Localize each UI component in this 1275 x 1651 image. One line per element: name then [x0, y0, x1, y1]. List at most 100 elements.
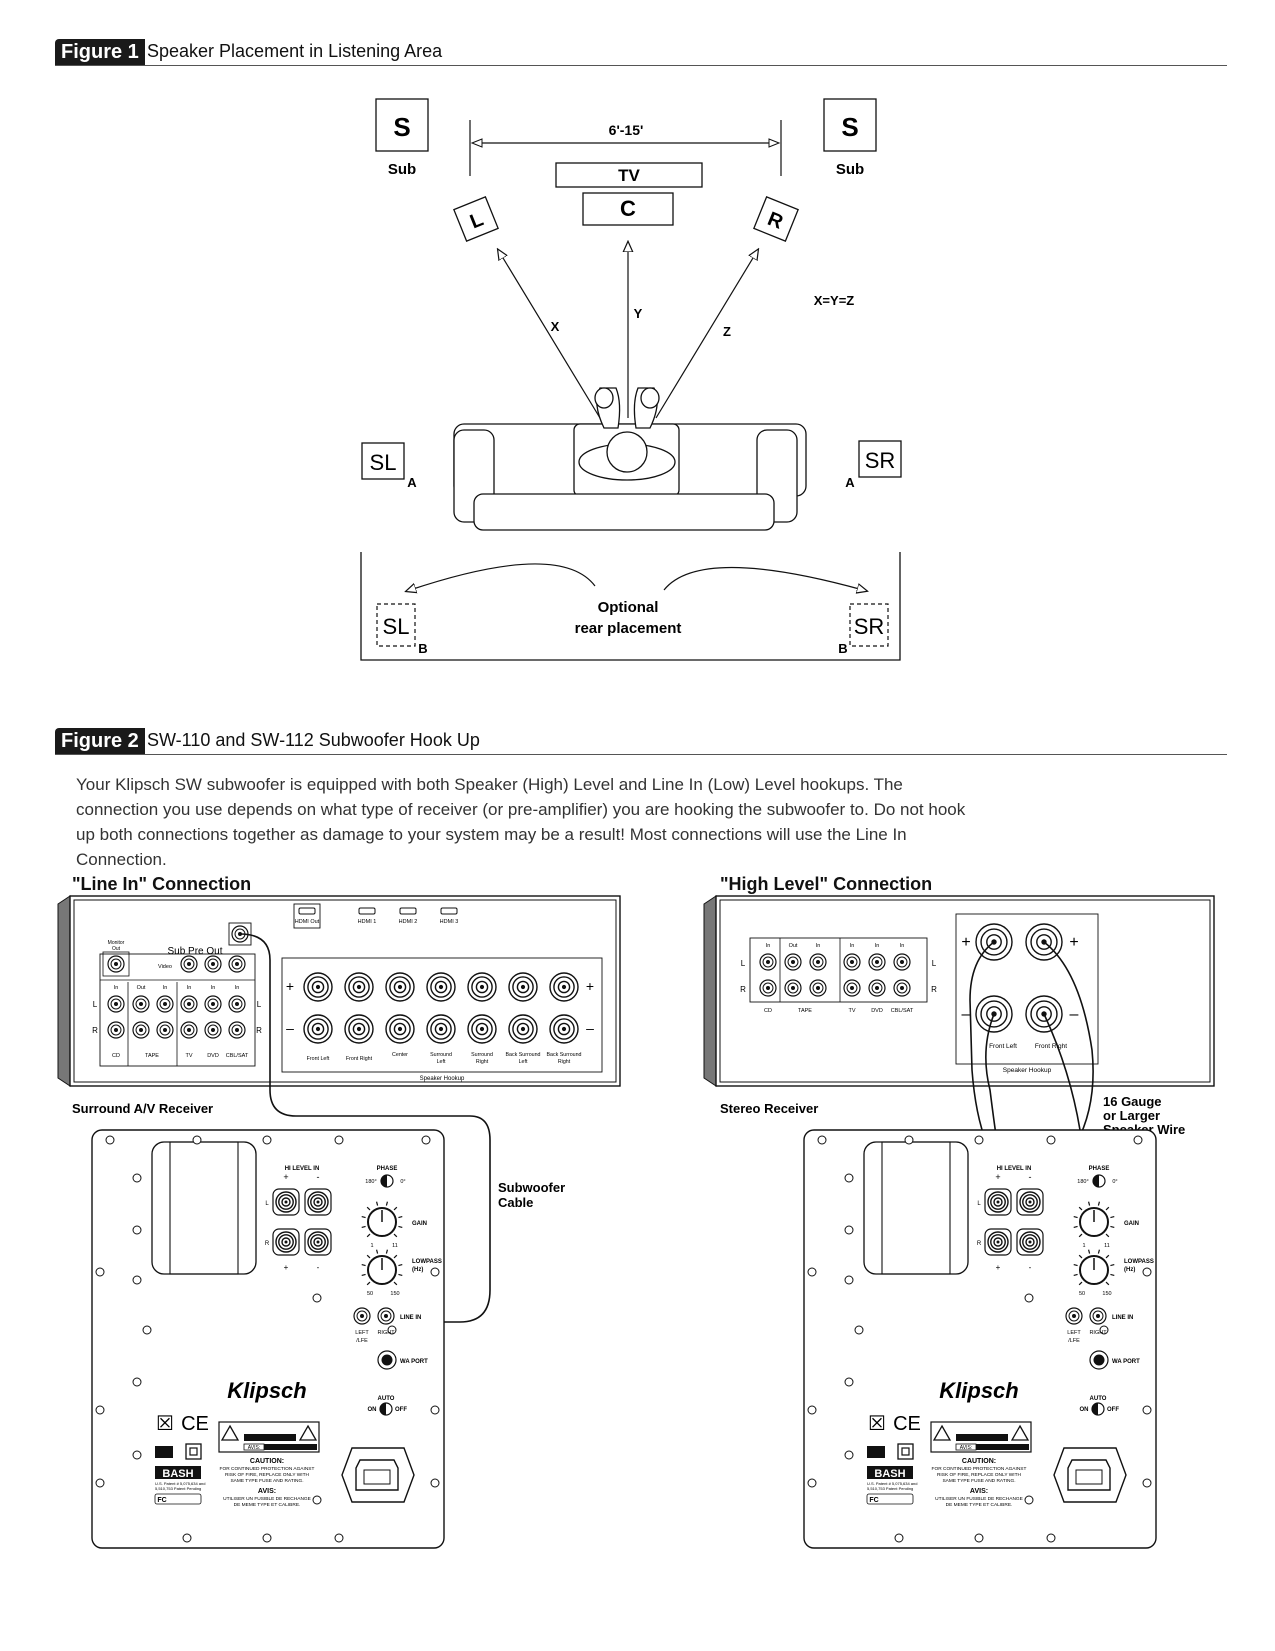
mounting-hole	[334, 1533, 344, 1543]
z-label: Z	[723, 324, 731, 339]
mounting-hole	[1142, 1405, 1152, 1415]
warning-triangle-icon	[1010, 1424, 1030, 1441]
channel-label: Back Surround	[546, 1052, 581, 1058]
sl-a-pos: A	[407, 475, 417, 490]
left-lfe-label: LEFT	[1067, 1330, 1081, 1336]
caution-heading: CAUTION:	[250, 1458, 284, 1465]
port-housing	[151, 1141, 257, 1275]
mounting-hole	[844, 1275, 854, 1285]
off-label: OFF	[395, 1407, 407, 1413]
equation-label: X=Y=Z	[814, 293, 855, 308]
sr-a-label: SR	[865, 448, 896, 473]
row-label-l: L	[265, 1201, 269, 1207]
row-label-l: L	[257, 1000, 262, 1009]
bash-logo-box	[155, 1466, 201, 1479]
gain-min: 1	[370, 1243, 373, 1249]
hdmi-label: HDMI 1	[358, 919, 377, 925]
fc-mark: FC	[157, 1497, 166, 1504]
stereo-front-right: Front Right	[1035, 1043, 1067, 1050]
optional-line2: rear placement	[575, 620, 682, 637]
source-label: CBL/SAT	[891, 1008, 914, 1014]
bash-logo: BASH	[162, 1468, 193, 1480]
auto-label: AUTO	[1090, 1396, 1107, 1402]
listener-illustration	[578, 387, 676, 481]
warning-triangle-icon	[932, 1424, 952, 1441]
source-label: CBL/SAT	[226, 1053, 249, 1059]
plus-sign: +	[286, 978, 294, 994]
hdmi-port	[358, 907, 376, 915]
minus-sign: -	[1029, 1263, 1032, 1272]
mounting-hole	[844, 1377, 854, 1387]
left-speaker	[453, 196, 499, 242]
intro-paragraph: Your Klipsch SW subwoofer is equipped wi…	[76, 775, 966, 869]
gain-max: 11	[392, 1243, 398, 1249]
optional-line1: Optional	[598, 599, 659, 616]
figure1-badge: Figure 1	[55, 39, 145, 65]
plus-sign: +	[996, 1263, 1001, 1272]
row-label-r: R	[92, 1026, 98, 1035]
row-label-r: R	[256, 1026, 262, 1035]
sub-left-letter: S	[393, 112, 410, 142]
minus-sign: –	[962, 1006, 971, 1023]
center-label: C	[620, 196, 636, 221]
mounting-hole	[132, 1450, 142, 1460]
hdmi-label: HDMI 2	[399, 919, 418, 925]
rca-column-label: In	[816, 943, 821, 949]
mounting-hole	[894, 1533, 904, 1543]
mounting-hole	[312, 1495, 322, 1505]
rca-column-label: In	[235, 985, 240, 991]
subwoofer-cable-label-2: Cable	[498, 1195, 533, 1210]
sr-b-pos: B	[838, 641, 847, 656]
figure2-badge: Figure 2	[55, 728, 145, 754]
avis-heading: AVIS:	[970, 1488, 988, 1495]
tv-box	[555, 162, 703, 188]
brand-logo: Klipsch	[227, 1378, 306, 1403]
port-housing	[863, 1141, 969, 1275]
sr-a-pos: A	[845, 475, 855, 490]
channel-label: Surround	[471, 1052, 493, 1058]
ce-mark: CE	[893, 1413, 921, 1435]
patent-text: U.S. Patent # 5,075,634 and	[867, 1481, 917, 1486]
on-label: ON	[368, 1407, 377, 1413]
mounting-hole	[334, 1135, 344, 1145]
mounting-hole	[132, 1225, 142, 1235]
sub-right-letter: S	[841, 112, 858, 142]
hdmi-label: HDMI Out	[295, 919, 320, 925]
plus-sign: +	[284, 1263, 289, 1272]
source-label: TV	[185, 1053, 192, 1059]
stereo-speaker-hookup: Speaker Hookup	[1003, 1067, 1052, 1074]
phase-180: 180°	[1077, 1179, 1088, 1185]
row-label-l: L	[741, 959, 746, 968]
lowpass-label: LOWPASS	[412, 1259, 442, 1265]
subwoofer-cable-label-1: Subwoofer	[498, 1180, 565, 1195]
patent-text: 5,510,753 Patent Pending	[155, 1486, 201, 1491]
warning-triangle-icon	[298, 1424, 318, 1441]
video-label: Video	[158, 964, 172, 970]
phase-label: PHASE	[377, 1166, 398, 1172]
row-label-r: R	[931, 985, 937, 994]
minus-sign: -	[317, 1263, 320, 1272]
source-label: DVD	[207, 1053, 219, 1059]
double-insulated-icon	[185, 1443, 202, 1460]
lowpass-max: 150	[1102, 1291, 1111, 1297]
av-speaker-hookup-label: Speaker Hookup	[420, 1076, 465, 1082]
bash-logo-box	[867, 1466, 913, 1479]
hi-level-in-label: HI LEVEL IN	[997, 1166, 1032, 1172]
line-in-label: LINE IN	[1112, 1315, 1133, 1321]
rca-column-label: In	[850, 943, 855, 949]
gain-label: GAIN	[412, 1221, 427, 1227]
lowpass-label: LOWPASS	[1124, 1259, 1154, 1265]
mounting-hole	[192, 1135, 202, 1145]
mounting-hole	[132, 1275, 142, 1285]
mounting-hole	[904, 1135, 914, 1145]
high-level-title: "High Level" Connection	[720, 874, 933, 894]
auto-label: AUTO	[378, 1396, 395, 1402]
sr-b-label: SR	[854, 614, 885, 639]
av-receiver-label: Surround A/V Receiver	[72, 1101, 213, 1116]
right-speaker	[753, 196, 799, 242]
avis-small: AVIS:	[248, 1445, 260, 1451]
sr-a-speaker	[858, 440, 902, 478]
mounting-hole	[430, 1267, 440, 1277]
